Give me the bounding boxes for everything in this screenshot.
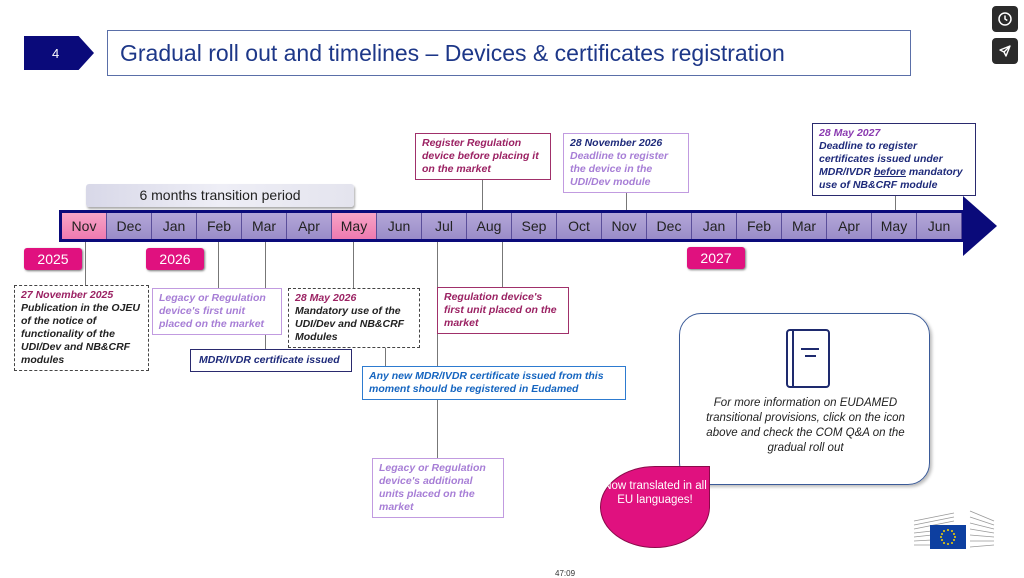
info-box: For more information on EUDAMED transiti… <box>679 313 930 485</box>
month-cell: Apr <box>287 213 332 239</box>
month-cell: Jan <box>692 213 737 239</box>
month-cell: May <box>332 213 377 239</box>
connector-line <box>895 193 896 210</box>
year-badge-2026: 2026 <box>146 248 204 270</box>
month-cell: Jan <box>152 213 197 239</box>
month-cell: Feb <box>737 213 782 239</box>
callout-mdr-certificate-issued: MDR/IVDR certificate issued <box>190 349 352 372</box>
month-cell: Nov <box>62 213 107 239</box>
book-icon[interactable] <box>786 329 830 389</box>
callout-legacy-first-unit: Legacy or Regulation device's first unit… <box>152 288 282 335</box>
text-part: Deadline to register certificates issued… <box>819 140 943 178</box>
callout-legacy-additional-units: Legacy or Regulation device's additional… <box>372 458 504 518</box>
month-cell: Nov <box>602 213 647 239</box>
connector-line <box>626 193 627 210</box>
timeline-arrowhead <box>963 196 997 256</box>
connector-line <box>85 242 86 285</box>
slide-number-badge: 4 <box>24 36 94 70</box>
connector-line <box>385 348 386 366</box>
callout-date: 28 May 2027 <box>819 127 881 139</box>
connector-line <box>437 242 438 458</box>
callout-text: Deadline to register certificates issued… <box>819 140 969 192</box>
month-cell: Jul <box>422 213 467 239</box>
callout-nov-2026: 28 November 2026 Deadline to register th… <box>563 133 689 193</box>
month-cell: Mar <box>782 213 827 239</box>
month-cell: May <box>872 213 917 239</box>
callout-text: Deadline to register the device in the U… <box>570 150 669 188</box>
callout-may-2026: 28 May 2026 Mandatory use of the UDI/Dev… <box>288 288 420 348</box>
month-cell: Dec <box>107 213 152 239</box>
month-cell: Jun <box>917 213 962 239</box>
translated-badge: Now translated in all EU languages! <box>600 466 710 548</box>
history-button[interactable] <box>992 6 1018 32</box>
callout-any-new-certificate: Any new MDR/IVDR certificate issued from… <box>362 366 626 400</box>
callout-date: 27 November 2025 <box>21 289 114 301</box>
month-cell: Mar <box>242 213 287 239</box>
text-emphasis: before <box>873 166 906 178</box>
title-box: Gradual roll out and timelines – Devices… <box>107 30 911 76</box>
connector-line <box>482 180 483 210</box>
connector-line <box>353 242 354 288</box>
month-cell: Apr <box>827 213 872 239</box>
page-title: Gradual roll out and timelines – Devices… <box>120 39 785 66</box>
callout-text: Publication in the OJEU of the notice of… <box>21 302 141 366</box>
transition-period-label: 6 months transition period <box>86 184 354 207</box>
callout-may-2027: 28 May 2027 Deadline to register certifi… <box>812 123 976 196</box>
callout-register-before-market: Register Regulation device before placin… <box>415 133 551 180</box>
month-cell: Oct <box>557 213 602 239</box>
month-cell: Sep <box>512 213 557 239</box>
european-commission-logo <box>912 507 998 551</box>
slide-number: 4 <box>52 45 60 61</box>
send-icon <box>999 45 1011 57</box>
callout-date: 28 May 2026 <box>295 292 357 304</box>
info-text: For more information on EUDAMED transiti… <box>706 397 905 454</box>
year-badge-2025: 2025 <box>24 248 82 270</box>
timestamp: 47:09 <box>555 569 576 578</box>
connector-line <box>502 242 503 287</box>
month-cell: Aug <box>467 213 512 239</box>
callout-date: 28 November 2026 <box>570 137 663 149</box>
callout-text: Mandatory use of the UDI/Dev and NB&CRF … <box>295 305 405 343</box>
year-badge-2027: 2027 <box>687 247 745 269</box>
clock-icon <box>998 12 1012 26</box>
send-button[interactable] <box>992 38 1018 64</box>
callout-nov-2025: 27 November 2025 Publication in the OJEU… <box>14 285 149 371</box>
ec-building-icon <box>913 510 995 549</box>
month-cell: Feb <box>197 213 242 239</box>
callout-regulation-first-unit: Regulation device's first unit placed on… <box>437 287 569 334</box>
month-cell: Dec <box>647 213 692 239</box>
text-part: mandatory use of NB&CRF module <box>819 166 963 191</box>
connector-line <box>218 242 219 288</box>
month-cell: Jun <box>377 213 422 239</box>
